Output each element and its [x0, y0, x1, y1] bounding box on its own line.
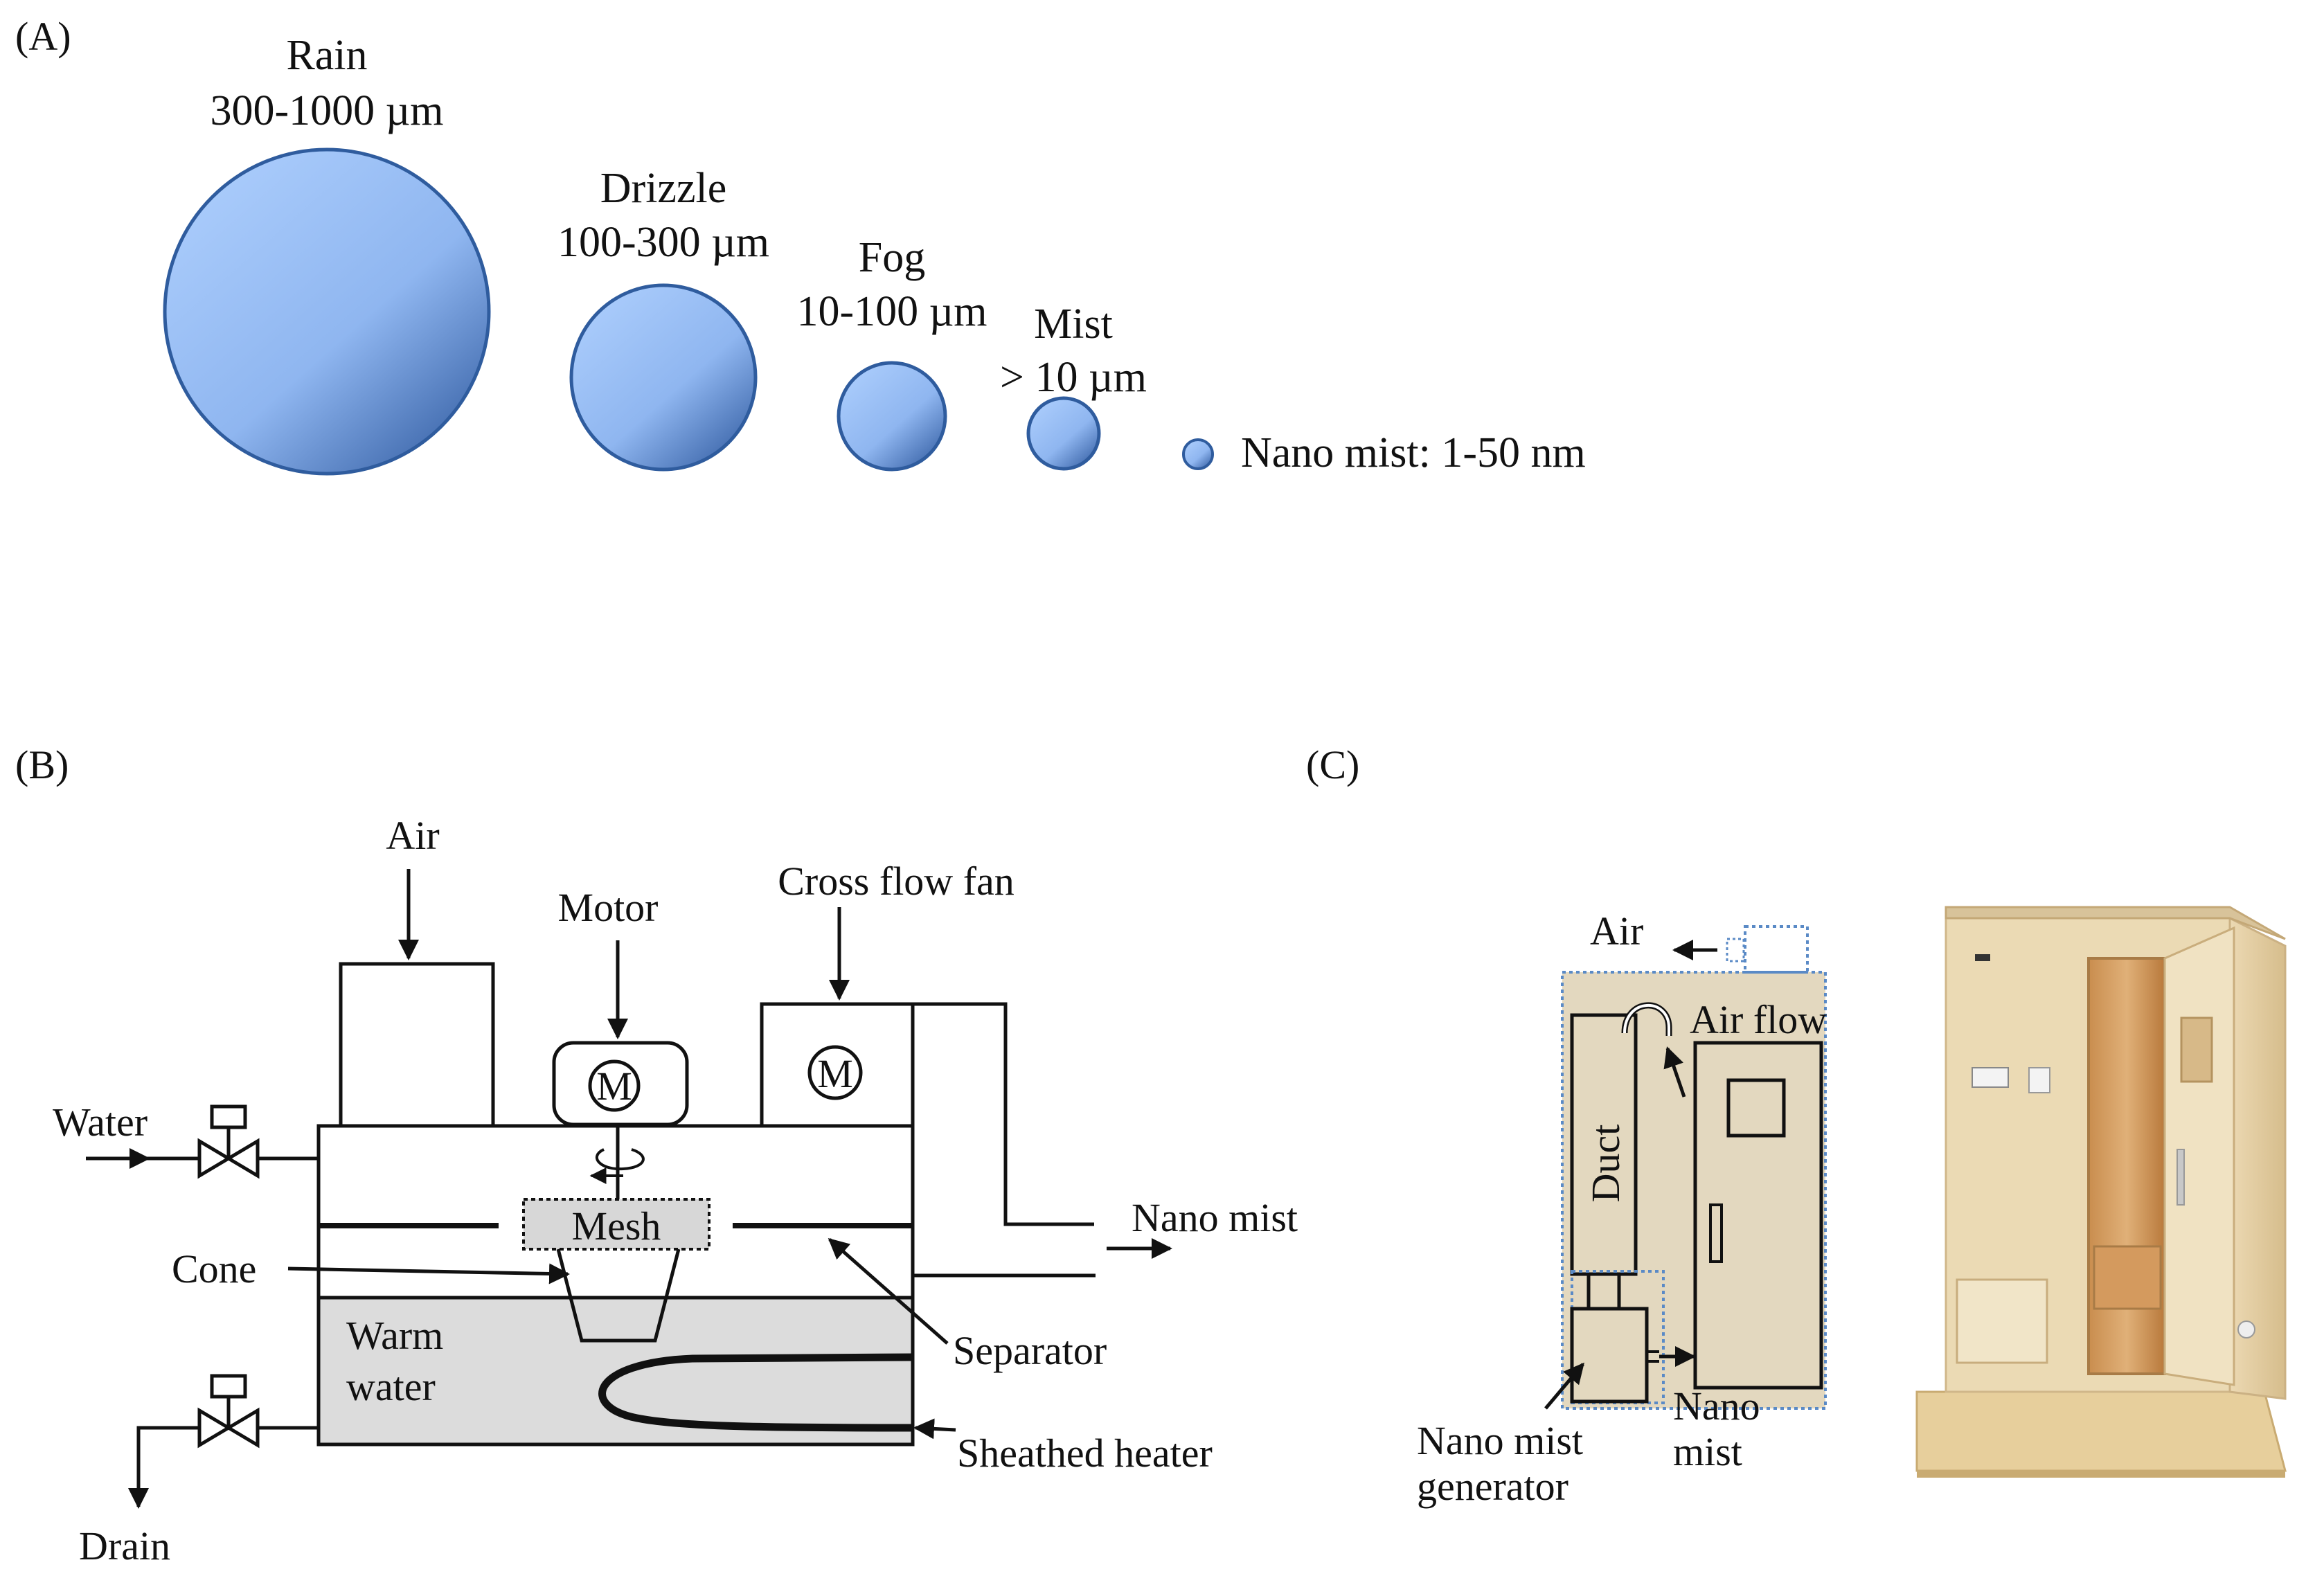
cross-flow-fan-label: Cross flow fan — [778, 859, 1014, 904]
sauna-door-handle — [2176, 1149, 2185, 1206]
cabinet-plan — [1544, 925, 1827, 1410]
drop-mist-range: > 10 µm — [1000, 354, 1147, 401]
drop-mist-name: Mist — [1034, 301, 1113, 348]
drop-rain-range: 300-1000 µm — [210, 87, 443, 134]
nano-mist-label: Nano mist — [1132, 1195, 1298, 1240]
sheathed-heater — [598, 1353, 913, 1432]
nano-mist-generator — [1570, 1307, 1649, 1404]
panel-a-label: (A) — [15, 14, 71, 59]
sauna-base-edge — [1917, 1471, 2285, 1478]
drop-fog-range: 10-100 µm — [796, 288, 987, 335]
sauna-cabin — [1693, 1041, 1823, 1390]
sauna-interior — [2089, 958, 2165, 1374]
air-label: Air — [386, 813, 439, 858]
cone-label: Cone — [172, 1246, 256, 1291]
warm-water — [316, 1296, 915, 1447]
drain-valve-icon — [197, 1374, 260, 1449]
separator-arrow — [828, 1238, 949, 1345]
drop-rain-name: Rain — [286, 32, 367, 79]
sauna-photo — [1915, 906, 2287, 1478]
fan-symbol-circle — [807, 1045, 863, 1100]
air-vent-small — [1726, 938, 1745, 962]
sauna-top-light — [1975, 954, 1990, 961]
warm-water-label-1: Warm — [346, 1313, 443, 1358]
generator-label-1: Nano mist — [1417, 1418, 1583, 1463]
drop-fog-circle — [837, 361, 947, 472]
drop-fog-name: Fog — [859, 234, 925, 281]
drop-drizzle-name: Drizzle — [600, 165, 726, 212]
sauna-roof — [1945, 906, 2286, 940]
connector — [1586, 1272, 1621, 1311]
nano-mist-label-c-1: Nano — [1673, 1384, 1760, 1429]
sauna-bench — [2093, 1245, 2162, 1310]
generator-arrow — [1544, 1362, 1584, 1410]
cabin-handle — [1709, 1203, 1723, 1263]
drop-drizzle-circle — [569, 283, 758, 472]
sauna-switch — [2028, 1067, 2050, 1093]
drain-label: Drain — [79, 1523, 170, 1568]
cone-arrow — [287, 1263, 570, 1284]
duct — [1570, 1013, 1638, 1276]
drop-mist-circle — [1026, 396, 1101, 471]
drain-pipe — [136, 1426, 319, 1507]
generator-schematic — [86, 869, 1172, 1509]
drop-mist: Mist > 10 µm — [1000, 301, 1147, 471]
sauna-door — [2163, 926, 2235, 1386]
drop-nano-label: Nano mist: 1-50 nm — [1241, 429, 1586, 476]
sauna-control-panel — [1972, 1067, 2009, 1088]
drop-drizzle: Drizzle 100-300 µm — [557, 165, 769, 472]
air-inlet-box — [339, 962, 495, 1128]
drop-rain: Rain 300-1000 µm — [163, 32, 491, 476]
air-flow-arrow — [1663, 1046, 1686, 1098]
fan-symbol: M — [817, 1051, 853, 1096]
air-label-c: Air — [1590, 908, 1643, 953]
sauna-base — [1915, 1390, 2287, 1472]
warm-water-label-2: water — [346, 1364, 436, 1409]
motor-symbol: M — [596, 1064, 632, 1109]
schematic-labels: Air Motor Cross flow fan M M Water Mesh … — [53, 813, 1298, 1568]
air-flow-label: Air flow — [1690, 997, 1827, 1042]
drop-drizzle-range: 100-300 µm — [557, 219, 769, 266]
nano-mist-label-c-2: mist — [1673, 1429, 1742, 1474]
heater-arrow — [913, 1418, 956, 1440]
sauna-door-window — [2180, 1017, 2213, 1083]
sheathed-heater-label: Sheathed heater — [957, 1431, 1213, 1476]
drop-nano: Nano mist: 1-50 nm — [1182, 429, 1586, 476]
water-valve-icon — [197, 1104, 260, 1179]
cabin-window — [1726, 1078, 1786, 1138]
sauna-knob — [2237, 1320, 2255, 1338]
drop-nano-circle — [1182, 438, 1214, 470]
drop-rain-circle — [163, 147, 491, 476]
water-label: Water — [53, 1100, 148, 1145]
air-vent-box — [1744, 925, 1809, 974]
motor-label: Motor — [558, 885, 659, 930]
air-flow-curl-inner — [1623, 1003, 1670, 1036]
panel-b-label: (B) — [15, 742, 69, 787]
drop-fog: Fog 10-100 µm — [796, 234, 987, 472]
cabinet-labels: Air Air flow Duct Nano mist Nano mist ge… — [1417, 908, 1827, 1509]
cone — [556, 1248, 681, 1343]
sauna-vent — [1956, 1278, 2048, 1364]
motor-symbol-circle — [588, 1059, 641, 1112]
mesh-label: Mesh — [572, 1203, 661, 1248]
panel-c-label: (C) — [1306, 742, 1359, 787]
outlet-duct-top — [913, 1002, 1094, 1226]
generator-label-2: generator — [1417, 1464, 1568, 1509]
separator-label: Separator — [953, 1328, 1107, 1373]
duct-label: Duct — [1583, 1125, 1628, 1203]
rotation-swirl-icon — [595, 1148, 645, 1171]
